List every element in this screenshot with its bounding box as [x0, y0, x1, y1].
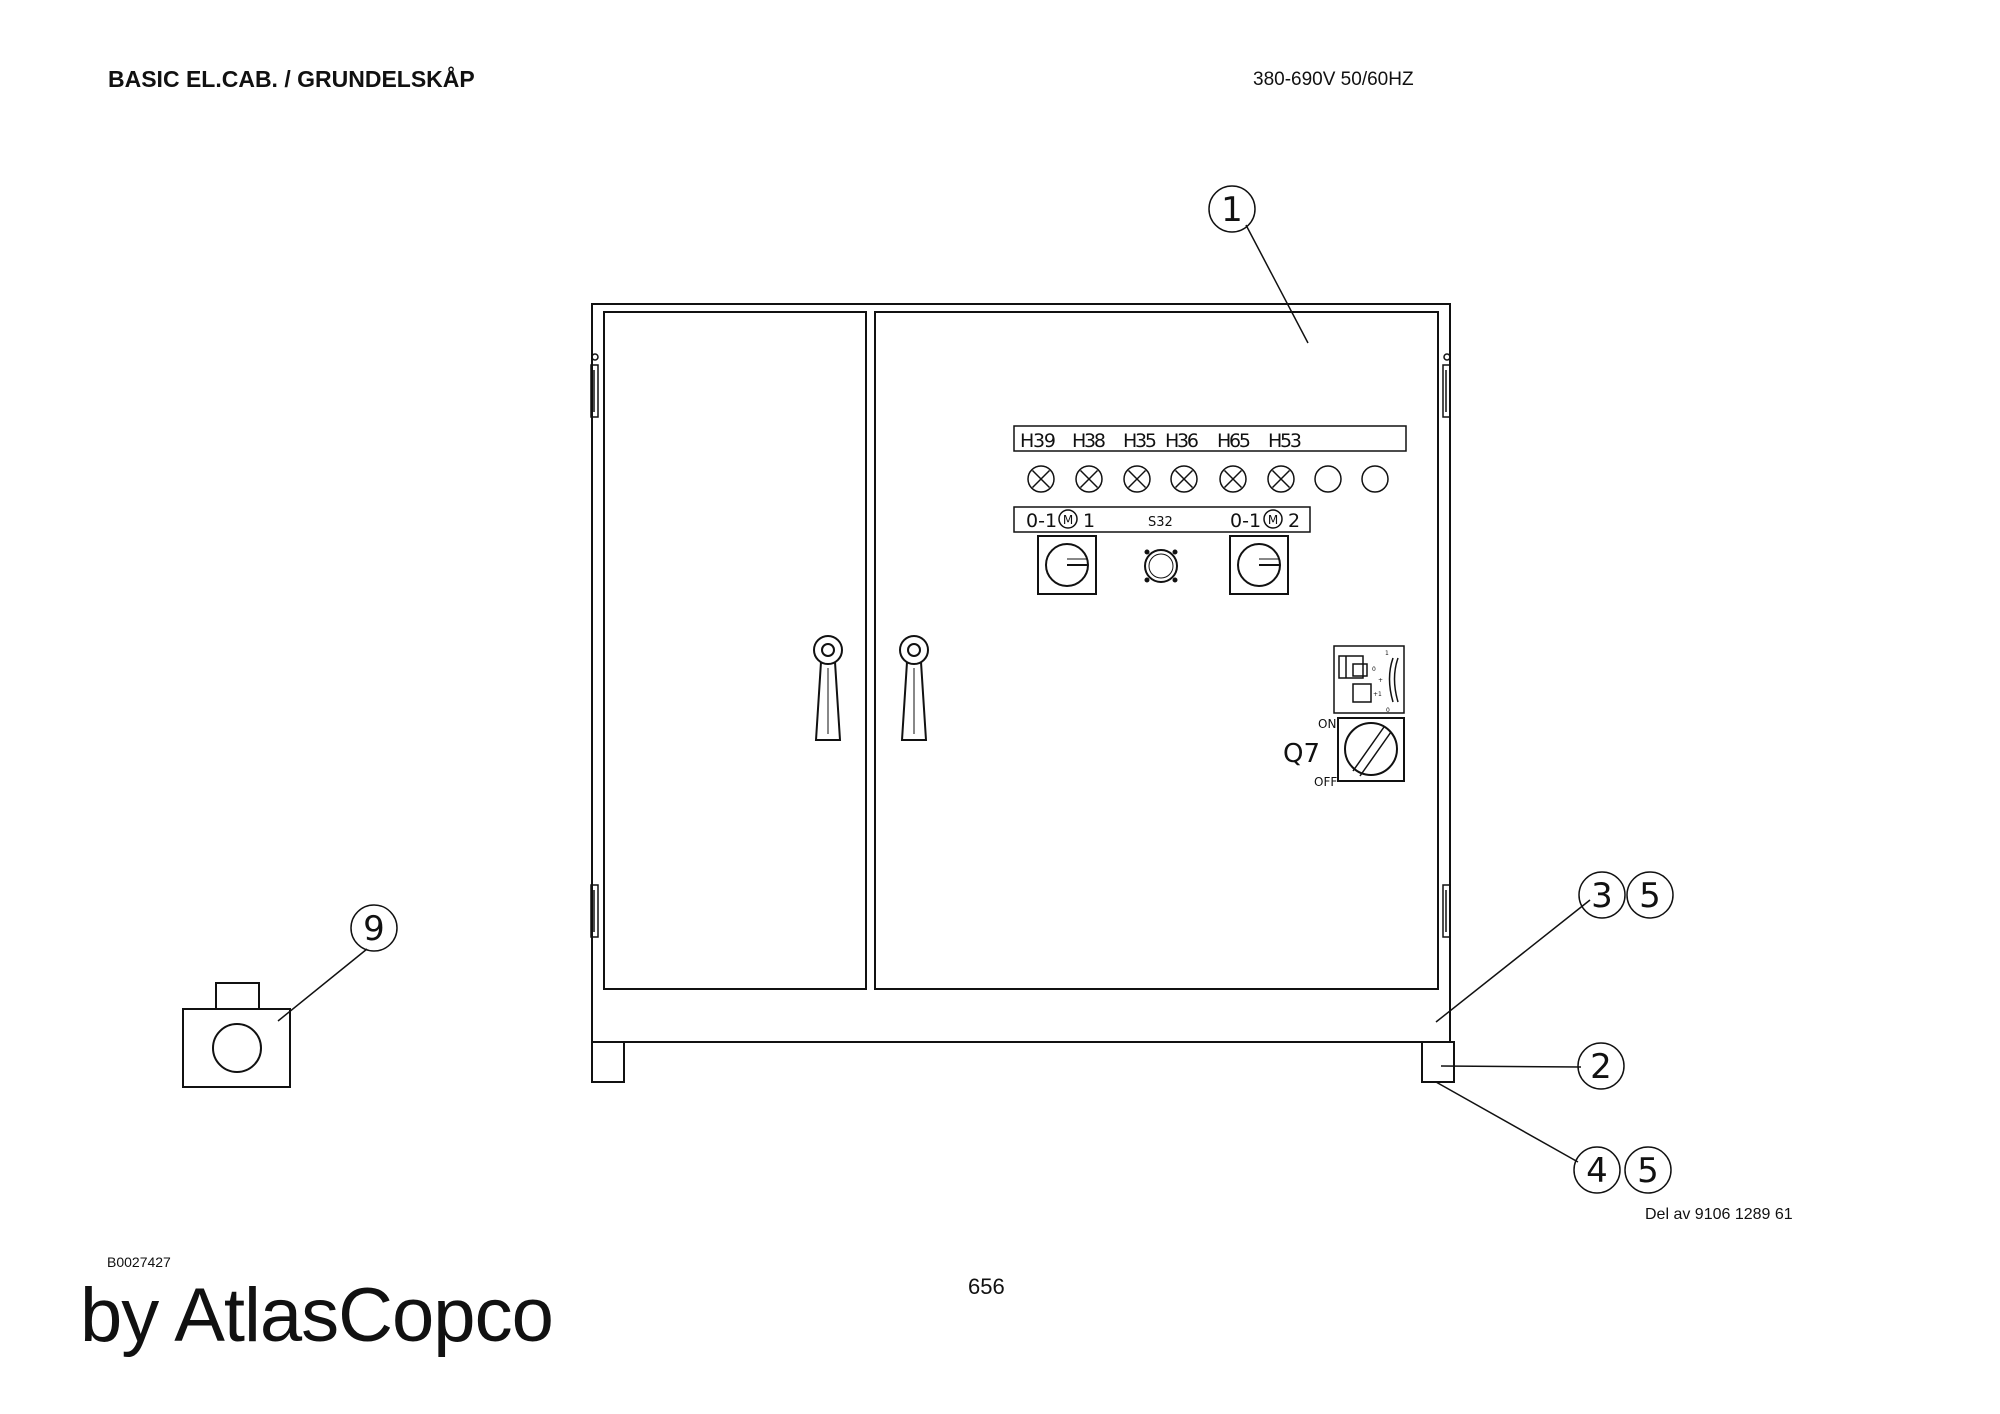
svg-text:0: 0	[1386, 707, 1390, 714]
indicator-lamp	[1123, 465, 1151, 493]
main-switch-q7	[1337, 717, 1405, 782]
lamp-label-h38: H38	[1072, 430, 1106, 452]
lamp-label-strip	[1013, 425, 1407, 452]
callout-balloons	[350, 185, 1674, 1194]
hinges	[590, 353, 1451, 938]
selector-left-number: 1	[1083, 510, 1095, 532]
indicator-lamp	[1027, 465, 1055, 493]
auxiliary-switch-block	[1333, 645, 1405, 714]
motor-symbol-right: M	[1263, 509, 1283, 529]
selector-label-strip	[1013, 506, 1311, 533]
right-door	[874, 311, 1439, 990]
voltage-rating: 380-690V 50/60HZ	[1253, 69, 1414, 90]
callout-5b: 5	[1637, 1151, 1659, 1191]
lamp-labels: H39 H38 H35 H36 H65 H53	[1020, 430, 1302, 452]
callout-numbers: 1 3 5 2 4 5 9	[363, 190, 1661, 1191]
svg-text:1: 1	[1385, 650, 1389, 657]
indicator-lamp	[1170, 465, 1198, 493]
cabinet-foot-right	[1421, 1041, 1455, 1083]
selector-right-number: 2	[1288, 510, 1300, 532]
svg-text:0: 0	[1372, 666, 1376, 673]
lamp-label-h65: H65	[1217, 430, 1251, 452]
callout-5a: 5	[1639, 876, 1661, 916]
indicator-lamp-cross	[1271, 469, 1291, 489]
left-door-handle	[813, 635, 843, 741]
drawing-title: BASIC EL.CAB. / GRUNDELSKÅP	[108, 66, 475, 92]
callout-4: 4	[1586, 1151, 1608, 1191]
selector-right-label: 0-1	[1230, 510, 1261, 532]
selector-left-label: 0-1	[1026, 510, 1057, 532]
leader-lines	[277, 224, 1591, 1163]
rotary-selector-left	[1037, 535, 1097, 595]
left-door	[603, 311, 867, 990]
lamp-label-h53: H53	[1268, 430, 1302, 452]
indicator-lamp	[1219, 465, 1247, 493]
svg-text:M: M	[1063, 513, 1073, 527]
part-reference: Del av 9106 1289 61	[1645, 1206, 1793, 1223]
indicator-lamp-cross	[1174, 469, 1194, 489]
main-switch-on-label: ON	[1318, 717, 1336, 731]
svg-text:+1: +1	[1373, 691, 1382, 698]
indicator-lamp-cross	[1079, 469, 1099, 489]
lamp-label-h39: H39	[1020, 430, 1056, 452]
svg-text:+: +	[1378, 677, 1383, 684]
indicator-lamp-cross	[1031, 469, 1051, 489]
main-switch-label: Q7	[1283, 739, 1320, 769]
component-9	[182, 982, 291, 1088]
cabinet-body	[591, 303, 1451, 1043]
right-door-handle	[899, 635, 929, 741]
indicator-lamp	[1361, 465, 1389, 493]
main-switch-off-label: OFF	[1314, 775, 1337, 789]
indicator-lamp	[1314, 465, 1342, 493]
drawing-number: B0027427	[107, 1254, 171, 1270]
indicator-lamp-cross	[1223, 469, 1243, 489]
center-control-label: S32	[1148, 515, 1173, 530]
indicator-lamp	[1075, 465, 1103, 493]
lamp-label-h35: H35	[1123, 430, 1157, 452]
center-push-button	[1144, 549, 1178, 583]
brand-watermark: by AtlasCopco	[80, 1273, 554, 1358]
callout-3: 3	[1591, 876, 1613, 916]
auxiliary-marks: 1 0 + +1 0	[1372, 650, 1390, 714]
callout-9: 9	[363, 909, 385, 949]
motor-symbol-left: M	[1058, 509, 1078, 529]
indicator-lamp-cross	[1127, 469, 1147, 489]
indicator-lamps	[1027, 465, 1389, 493]
svg-text:M: M	[1268, 513, 1278, 527]
cabinet-foot-left	[591, 1041, 625, 1083]
callout-2: 2	[1590, 1047, 1612, 1087]
callout-1: 1	[1221, 190, 1243, 230]
page-number: 656	[968, 1274, 1005, 1299]
rotary-selector-right	[1229, 535, 1289, 595]
indicator-lamp	[1267, 465, 1295, 493]
lamp-label-h36: H36	[1165, 430, 1199, 452]
